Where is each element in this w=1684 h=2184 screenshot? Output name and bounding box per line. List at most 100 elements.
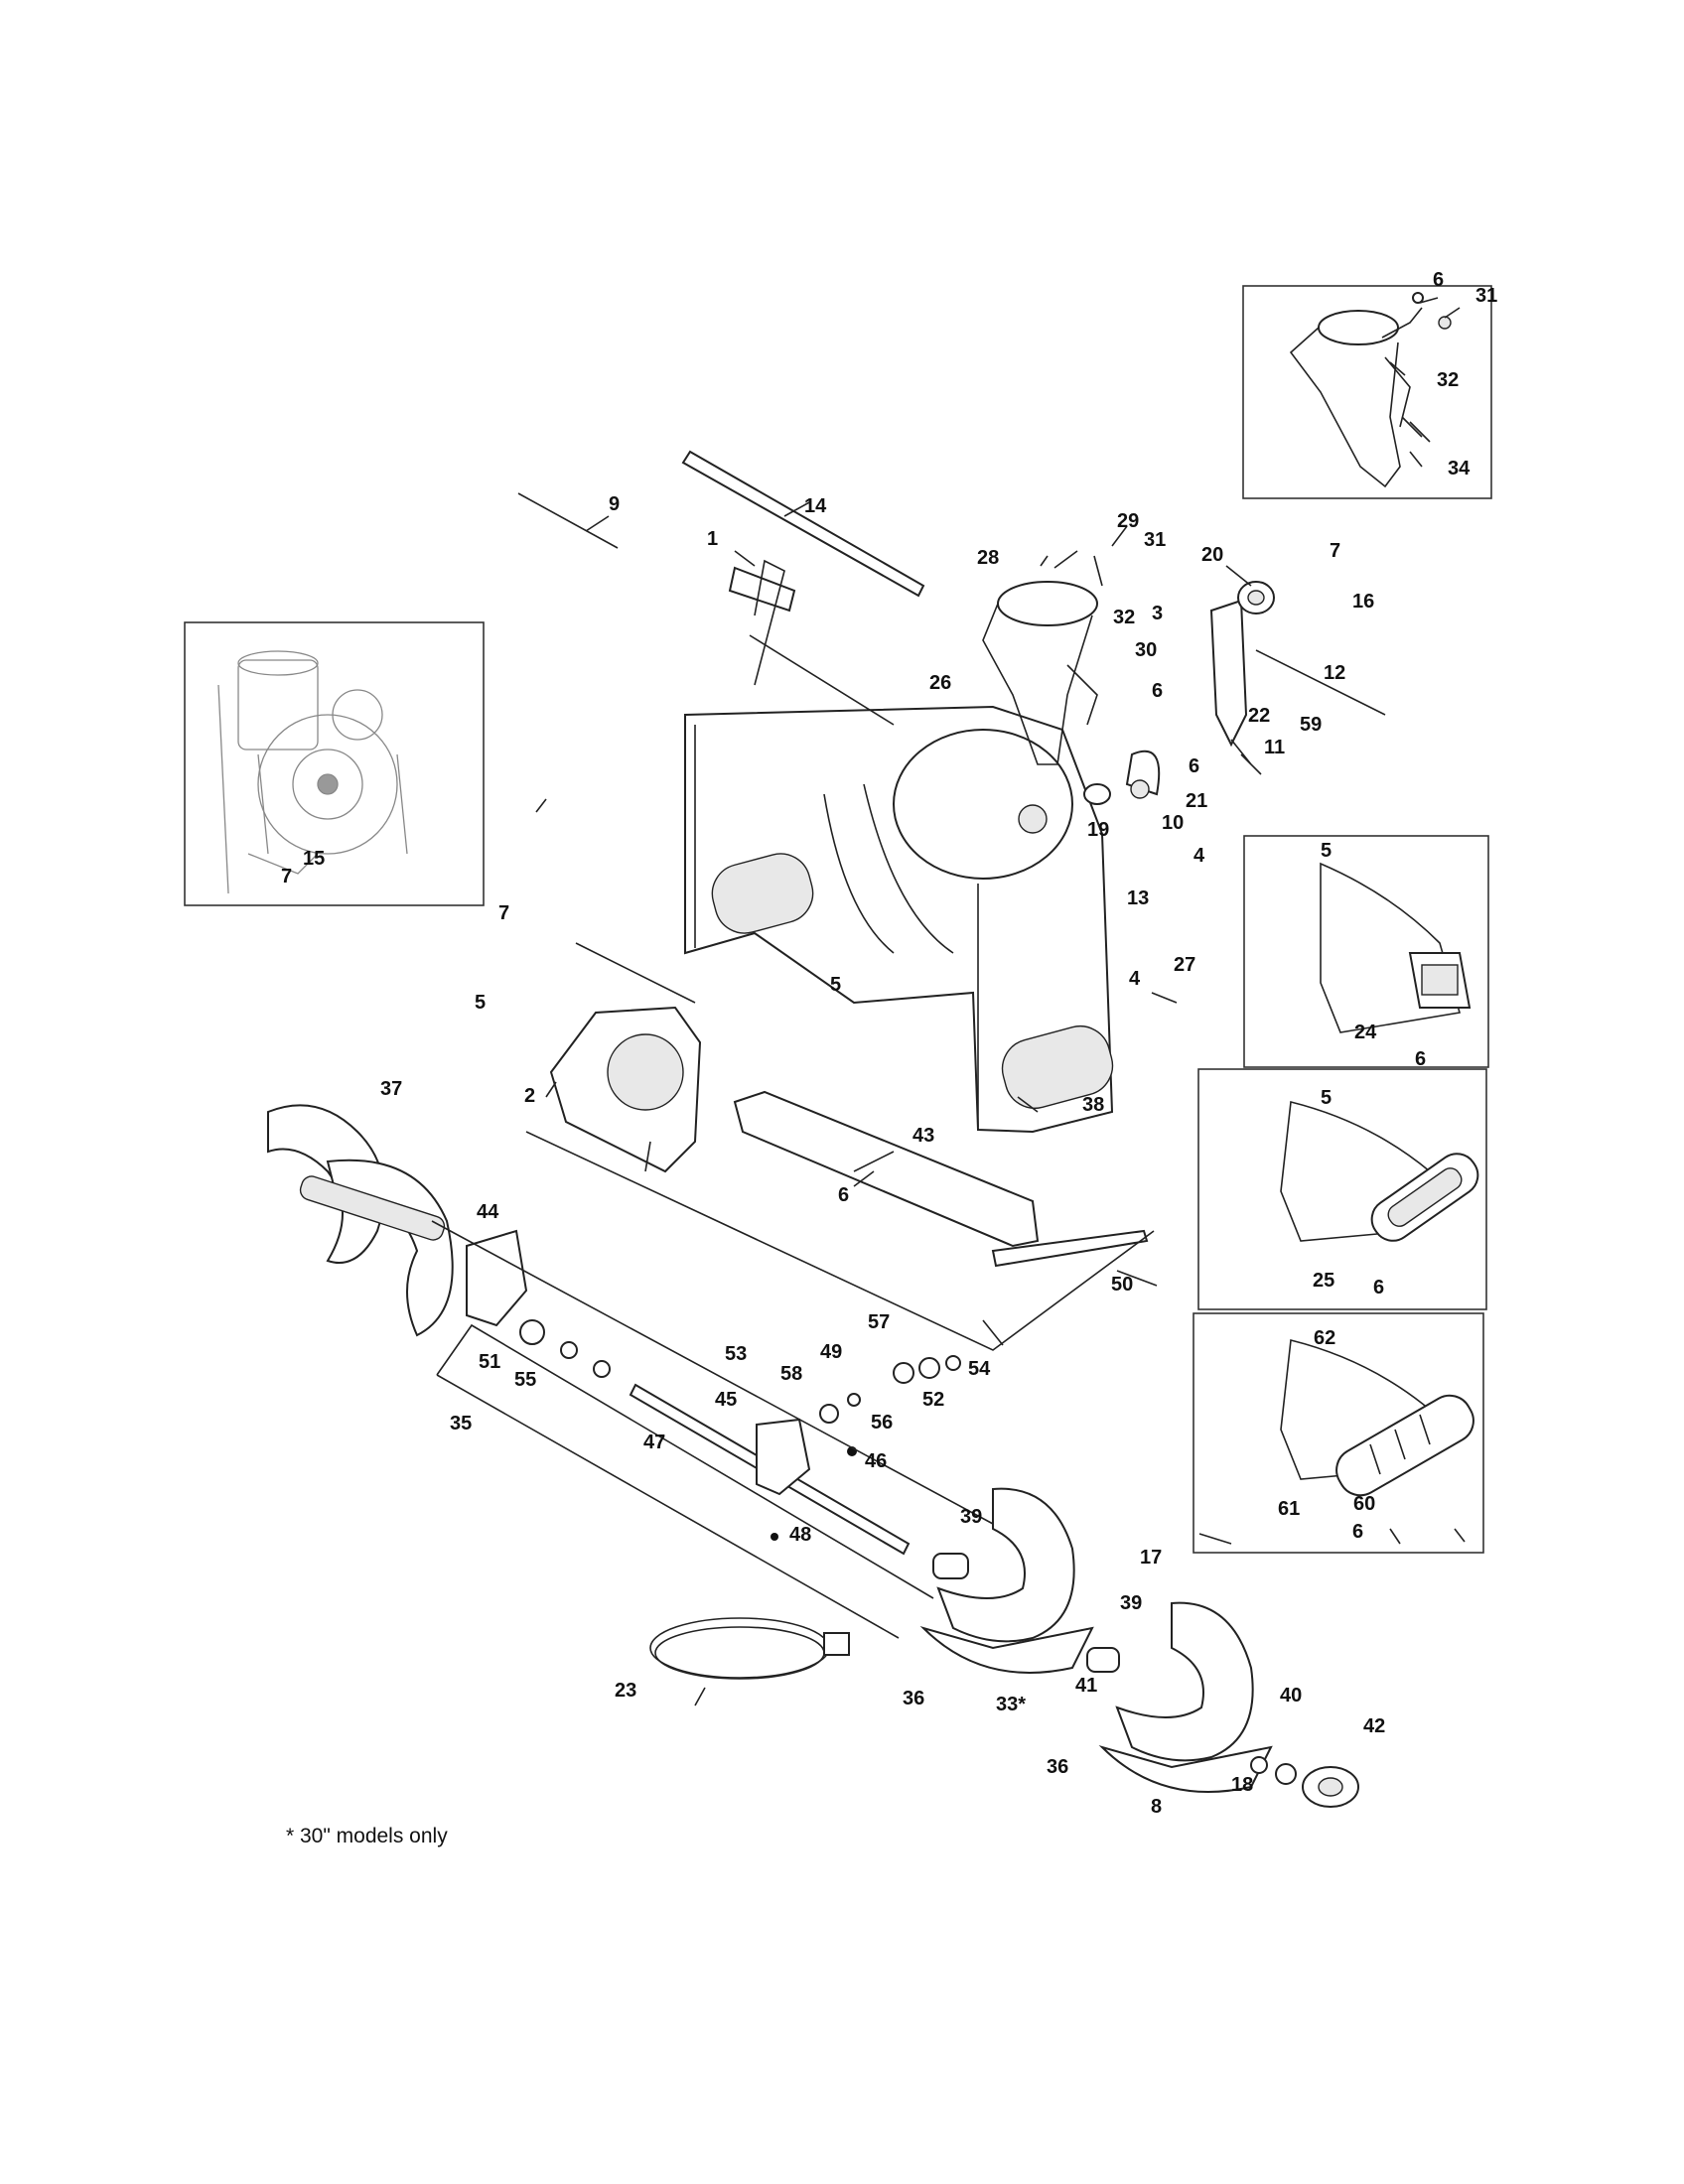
callout-29: 29 <box>1117 510 1140 532</box>
callout-11: 11 <box>1264 737 1286 758</box>
callout-58: 58 <box>780 1363 803 1385</box>
auger-left <box>267 1104 454 1337</box>
callout-30: 30 <box>1135 639 1158 661</box>
callout-13: 13 <box>1127 887 1150 909</box>
callout-39: 39 <box>960 1506 983 1528</box>
callout-6: 6 <box>1415 1048 1427 1070</box>
callout-5: 5 <box>1321 1087 1333 1109</box>
callout-62: 62 <box>1314 1327 1336 1349</box>
callout-5: 5 <box>830 974 842 996</box>
callout-51: 51 <box>479 1351 501 1373</box>
callout-1: 1 <box>707 528 719 550</box>
gearbox-housing <box>549 1006 702 1173</box>
callout-26: 26 <box>929 672 952 694</box>
auger-housing <box>684 705 1114 1134</box>
callout-25: 25 <box>1313 1270 1335 1292</box>
callout-55: 55 <box>514 1369 537 1391</box>
callout-46: 46 <box>865 1450 888 1472</box>
callout-32: 32 <box>1113 607 1136 628</box>
callout-18: 18 <box>1231 1774 1254 1796</box>
auger-right-1 <box>919 1487 1094 1674</box>
impeller-shaft <box>991 1229 1149 1268</box>
callout-23: 23 <box>615 1680 637 1702</box>
callout-27: 27 <box>1174 954 1196 976</box>
discharge-chute <box>982 581 1098 765</box>
callout-41: 41 <box>1075 1675 1098 1697</box>
side-plate <box>1209 599 1248 748</box>
callout-3: 3 <box>1152 603 1164 624</box>
inset-shoe-drawing-1 <box>1320 862 1472 1033</box>
callout-24: 24 <box>1354 1022 1377 1043</box>
callout-39: 39 <box>1120 1592 1143 1614</box>
callout-61: 61 <box>1278 1498 1301 1520</box>
callout-7: 7 <box>281 866 293 887</box>
callout-56: 56 <box>871 1412 894 1433</box>
callout-10: 10 <box>1162 812 1185 834</box>
callout-45: 45 <box>715 1389 738 1411</box>
callout-28: 28 <box>977 547 1000 569</box>
inset-chute-drawing <box>1289 292 1452 488</box>
callout-14: 14 <box>804 495 827 517</box>
callout-22: 22 <box>1248 705 1271 727</box>
callout-48: 48 <box>789 1524 812 1546</box>
callout-50: 50 <box>1111 1274 1134 1296</box>
callout-31: 31 <box>1144 529 1167 551</box>
callout-52: 52 <box>922 1389 945 1411</box>
inset-belt-drawing <box>217 650 408 894</box>
callout-40: 40 <box>1280 1685 1303 1706</box>
callout-47: 47 <box>643 1432 666 1453</box>
callout-12: 12 <box>1324 662 1346 684</box>
callout-53: 53 <box>725 1343 748 1365</box>
callout-5: 5 <box>1321 840 1333 862</box>
callout-4: 4 <box>1129 968 1141 990</box>
callout-37: 37 <box>380 1078 403 1100</box>
callout-4: 4 <box>1193 845 1205 867</box>
inset-shoe-drawing-3 <box>1280 1339 1474 1497</box>
callout-36: 36 <box>903 1688 925 1709</box>
callout-6: 6 <box>838 1184 850 1206</box>
callout-16: 16 <box>1352 591 1375 613</box>
shave-plate <box>733 1090 1040 1248</box>
bracket <box>728 566 796 613</box>
inset-shoe-drawing-2 <box>1280 1101 1479 1242</box>
callout-6: 6 <box>1352 1521 1364 1543</box>
callout-9: 9 <box>609 493 621 515</box>
callout-34: 34 <box>1448 458 1471 479</box>
callout-59: 59 <box>1300 714 1323 736</box>
callout-38: 38 <box>1082 1094 1105 1116</box>
callout-7: 7 <box>498 902 510 924</box>
callout-19: 19 <box>1087 819 1110 841</box>
callout-49: 49 <box>820 1341 843 1363</box>
callout-17: 17 <box>1140 1547 1163 1569</box>
callout-5: 5 <box>475 992 487 1014</box>
callout-42: 42 <box>1363 1715 1386 1737</box>
gearcase-right <box>756 1418 811 1496</box>
footnote: * 30" models only <box>286 1825 448 1847</box>
callout-6: 6 <box>1152 680 1164 702</box>
callout-43: 43 <box>912 1125 935 1147</box>
callout-31: 31 <box>1475 285 1498 307</box>
callout-57: 57 <box>868 1311 891 1333</box>
callout-33: 33* <box>996 1694 1027 1715</box>
callout-36: 36 <box>1047 1756 1069 1778</box>
callout-21: 21 <box>1186 790 1208 812</box>
callout-6: 6 <box>1373 1277 1385 1298</box>
extension-cord <box>649 1617 850 1706</box>
callout-6: 6 <box>1433 269 1445 291</box>
callout-44: 44 <box>477 1201 499 1223</box>
callout-15: 15 <box>303 848 326 870</box>
callout-35: 35 <box>450 1413 473 1434</box>
callout-7: 7 <box>1330 540 1341 562</box>
callout-60: 60 <box>1353 1493 1376 1515</box>
gearcase-left <box>466 1229 528 1327</box>
callout-6: 6 <box>1189 755 1200 777</box>
callout-54: 54 <box>968 1358 991 1380</box>
leader-lines <box>535 297 1466 1545</box>
callout-8: 8 <box>1151 1796 1163 1818</box>
callout-2: 2 <box>524 1085 536 1107</box>
callout-20: 20 <box>1201 544 1224 566</box>
shaft <box>681 450 925 598</box>
auger-right-2 <box>1086 1601 1273 1793</box>
inset-belt-box <box>184 621 485 906</box>
